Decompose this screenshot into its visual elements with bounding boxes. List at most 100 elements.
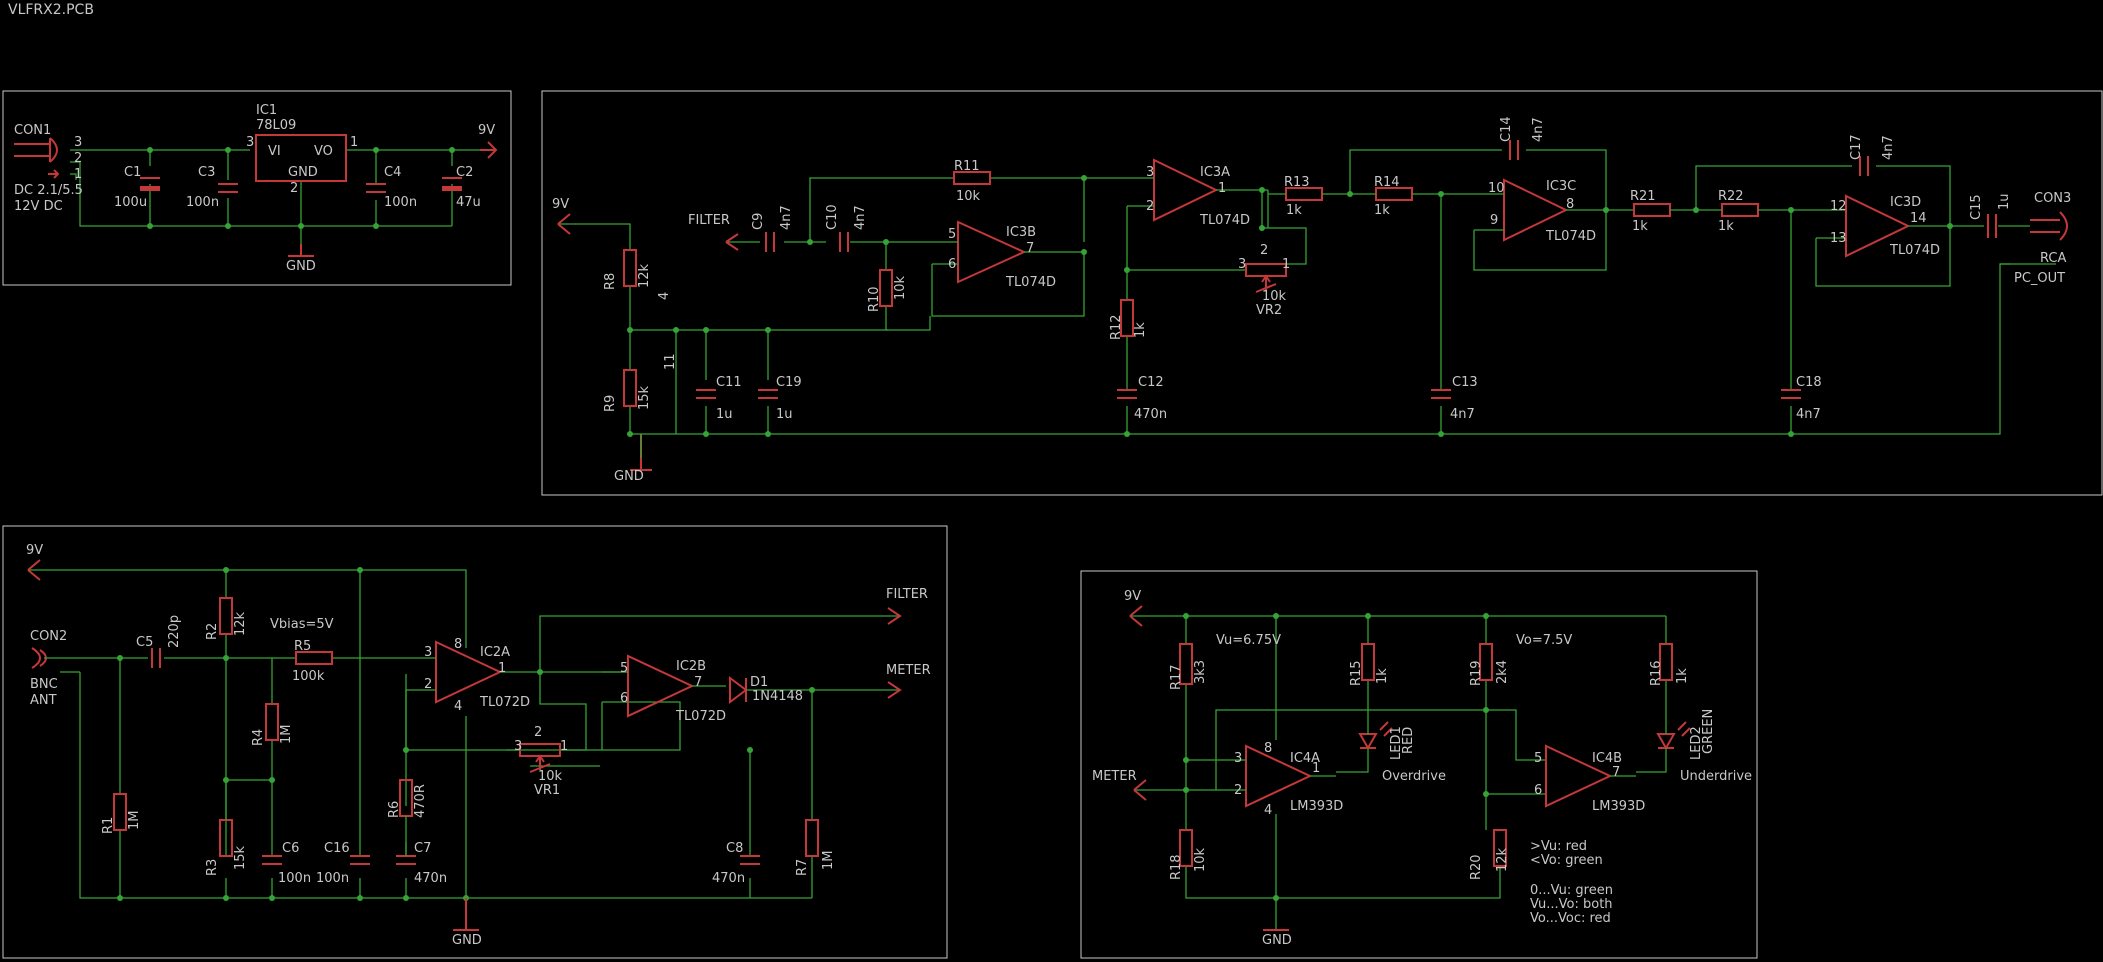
comparator-frame — [1080, 570, 1758, 959]
label-r20v: 12k — [1495, 847, 1510, 872]
label-c9p: 9 — [1490, 213, 1498, 228]
c15-capacitor — [1987, 214, 1997, 238]
comparator-block — [1080, 570, 1758, 959]
label-c13: C13 — [1452, 375, 1478, 390]
r21-resistor — [1633, 203, 1671, 217]
c10-capacitor — [839, 232, 849, 252]
label-c6: C6 — [282, 841, 299, 856]
label-r16v: 1k — [1675, 668, 1690, 684]
label-vr1p3: 3 — [514, 739, 522, 754]
vr2-potentiometer — [1245, 263, 1287, 293]
label-j5: 5 — [620, 661, 628, 676]
c2-capacitor — [442, 177, 462, 191]
label-k4: 4 — [1264, 803, 1272, 818]
label-ic3bv: TL074D — [1005, 275, 1056, 290]
label-b7: 7 — [1026, 241, 1034, 256]
label-ic1p2: 2 — [290, 181, 298, 196]
con2-bnc-jack — [31, 647, 47, 669]
label-a3: 3 — [1146, 165, 1154, 180]
d1-diode — [729, 676, 748, 704]
label-n1: >Vu: red — [1530, 839, 1587, 854]
r10-resistor — [879, 269, 893, 307]
label-con1: CON1 — [14, 123, 51, 138]
label-over: Overdrive — [1382, 769, 1446, 784]
c12-capacitor — [1117, 389, 1137, 399]
ic4a-comparator — [1134, 744, 1336, 808]
label-dc1: DC 2.1/5.5 — [14, 183, 83, 198]
r2-resistor — [219, 597, 233, 635]
label-r5: R5 — [294, 639, 311, 654]
label-ic2bv: TL072D — [675, 709, 726, 724]
label-v9b: 9V — [552, 197, 569, 212]
ic2a-opamp — [405, 640, 540, 750]
r12-resistor — [1120, 299, 1134, 337]
label-c18: C18 — [1796, 375, 1822, 390]
power-supply-block — [2, 90, 512, 286]
filter-frame — [541, 90, 2103, 496]
label-r13: R13 — [1284, 175, 1310, 190]
label-c16v: 100n — [316, 871, 349, 886]
label-r21v: 1k — [1632, 219, 1648, 234]
label-v9d: 9V — [1124, 589, 1141, 604]
label-r12v: 1k — [1133, 322, 1148, 338]
label-r3v: 15k — [233, 845, 248, 870]
ic3c-opamp — [1474, 178, 1634, 242]
label-b6: 6 — [948, 257, 956, 272]
c17-capacitor — [1859, 156, 1869, 176]
label-c15: C15 — [1969, 194, 1984, 220]
r1-resistor — [113, 793, 127, 831]
label-c6v: 100n — [278, 871, 311, 886]
label-r19: R19 — [1469, 660, 1484, 686]
label-r15v: 1k — [1375, 668, 1390, 684]
label-ic1v: 78L09 — [256, 118, 296, 133]
label-c12: C12 — [1138, 375, 1164, 390]
label-c19v: 1u — [776, 407, 793, 422]
label-rca: RCA — [2040, 251, 2066, 266]
label-c17: C17 — [1849, 134, 1864, 160]
label-r8: R8 — [603, 273, 618, 290]
label-c10: C10 — [825, 204, 840, 230]
r9-resistor — [623, 369, 637, 407]
r19-resistor — [1479, 643, 1493, 681]
vr1-potentiometer — [519, 743, 561, 773]
label-c7v: 470n — [414, 871, 447, 886]
label-r15: R15 — [1349, 660, 1364, 686]
label-r7v: 1M — [821, 851, 836, 871]
label-vr2p2: 2 — [1260, 243, 1268, 258]
label-ic1p1: 1 — [350, 135, 358, 150]
c1-capacitor — [140, 177, 160, 191]
r15-resistor — [1361, 643, 1375, 681]
label-r7: R7 — [795, 859, 810, 876]
label-c5: C5 — [136, 635, 153, 650]
label-r10v: 10k — [893, 275, 908, 300]
label-vi: VI — [268, 144, 281, 159]
label-led1v: RED — [1401, 727, 1416, 754]
label-filt-out: FILTER — [886, 587, 928, 602]
c18-capacitor — [1781, 389, 1801, 399]
label-r2v: 12k — [233, 611, 248, 636]
label-r8v: 12k — [637, 263, 652, 288]
label-ic3c: IC3C — [1546, 179, 1576, 194]
label-ic3a: IC3A — [1200, 165, 1230, 180]
led2-green-led — [1656, 721, 1691, 751]
r18-resistor — [1179, 829, 1193, 867]
label-j7: 7 — [694, 675, 702, 690]
label-r4v: 1M — [279, 725, 294, 745]
ic4b-comparator — [1545, 744, 1636, 808]
label-d14: 14 — [1910, 211, 1927, 226]
label-i8: 8 — [454, 637, 462, 652]
label-c19: C19 — [776, 375, 802, 390]
label-vbias: Vbias=5V — [270, 617, 334, 632]
label-r9: R9 — [603, 395, 618, 412]
label-ic1: IC1 — [256, 103, 277, 118]
ic1-regulator — [255, 134, 347, 182]
label-pin4: 4 — [657, 292, 672, 300]
c6-capacitor — [262, 855, 282, 865]
c5-capacitor — [151, 648, 161, 668]
label-r1: R1 — [101, 817, 116, 834]
label-gnda: GND — [286, 259, 316, 274]
label-c2: C2 — [456, 165, 473, 180]
label-r14v: 1k — [1374, 203, 1390, 218]
label-a2: 2 — [1146, 199, 1154, 214]
